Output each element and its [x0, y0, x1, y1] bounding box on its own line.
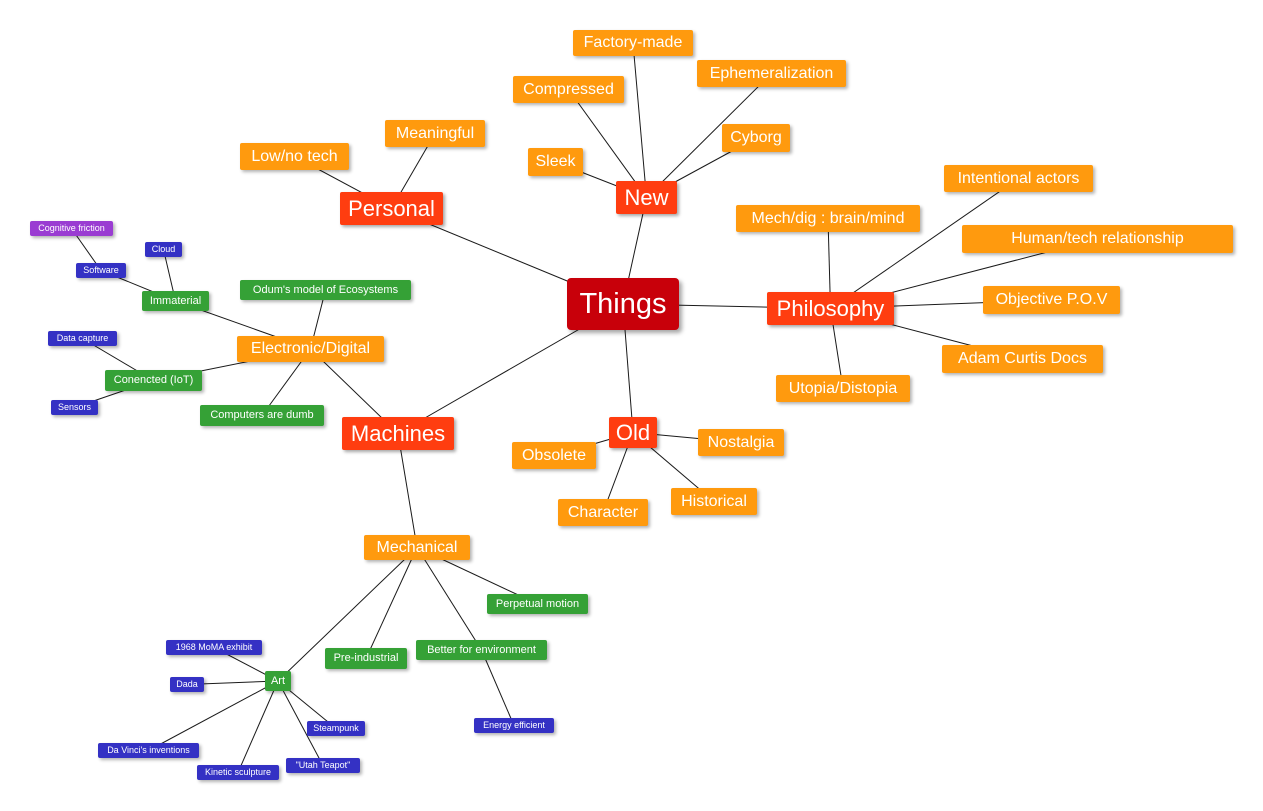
connector-new-factory: [632, 42, 647, 198]
node-mechdig[interactable]: Mech/dig : brain/mind: [736, 205, 920, 232]
node-davinci[interactable]: Da Vinci's inventions: [98, 743, 199, 758]
node-meaningful[interactable]: Meaningful: [385, 120, 485, 147]
connector-art-teapot: [277, 680, 324, 766]
connector-new-compressed: [568, 89, 647, 198]
node-cloud[interactable]: Cloud: [145, 242, 182, 257]
connector-art-kinetic: [237, 680, 279, 773]
node-mechanical[interactable]: Mechanical: [364, 535, 470, 560]
node-sleek[interactable]: Sleek: [528, 148, 583, 176]
node-nostalgia[interactable]: Nostalgia: [698, 429, 784, 456]
node-old[interactable]: Old: [609, 417, 657, 448]
node-dumb[interactable]: Computers are dumb: [200, 405, 324, 426]
node-humantech[interactable]: Human/tech relationship: [962, 225, 1233, 253]
node-character[interactable]: Character: [558, 499, 648, 526]
connector-mechanical-better: [416, 547, 482, 651]
connector-better-energy: [481, 649, 515, 726]
node-philosophy[interactable]: Philosophy: [767, 292, 894, 325]
node-adam[interactable]: Adam Curtis Docs: [942, 345, 1103, 373]
node-energy[interactable]: Energy efficient: [474, 718, 554, 733]
node-historical[interactable]: Historical: [671, 488, 757, 515]
node-moma[interactable]: 1968 MoMA exhibit: [166, 640, 262, 655]
node-intentional[interactable]: Intentional actors: [944, 165, 1093, 192]
node-cognitive[interactable]: Cognitive friction: [30, 221, 113, 236]
node-better[interactable]: Better for environment: [416, 640, 547, 660]
node-datacap[interactable]: Data capture: [48, 331, 117, 346]
node-connected[interactable]: Conencted (IoT): [105, 370, 202, 391]
node-preind[interactable]: Pre-industrial: [325, 648, 407, 669]
node-kinetic[interactable]: Kinetic sculpture: [197, 765, 279, 780]
connector-mechanical-art: [277, 547, 418, 682]
node-perpetual[interactable]: Perpetual motion: [487, 594, 588, 614]
connector-philosophy-intentional: [830, 178, 1019, 309]
node-lownotech[interactable]: Low/no tech: [240, 143, 349, 170]
node-sensors[interactable]: Sensors: [51, 400, 98, 415]
node-factory[interactable]: Factory-made: [573, 30, 693, 56]
node-dada[interactable]: Dada: [170, 677, 204, 692]
node-cyborg[interactable]: Cyborg: [722, 124, 790, 152]
node-obsolete[interactable]: Obsolete: [512, 442, 596, 469]
node-art[interactable]: Art: [265, 671, 291, 691]
node-software[interactable]: Software: [76, 263, 126, 278]
node-things[interactable]: Things: [567, 278, 679, 330]
node-electronic[interactable]: Electronic/Digital: [237, 336, 384, 362]
node-ephemeral[interactable]: Ephemeralization: [697, 60, 846, 87]
connector-art-davinci: [148, 680, 279, 751]
node-compressed[interactable]: Compressed: [513, 76, 624, 103]
connector-mechanical-preind: [365, 547, 418, 659]
node-machines[interactable]: Machines: [342, 417, 454, 450]
node-teapot[interactable]: "Utah Teapot": [286, 758, 360, 773]
node-immaterial[interactable]: Immaterial: [142, 291, 209, 311]
node-objective[interactable]: Objective P.O.V: [983, 286, 1120, 314]
node-utopia[interactable]: Utopia/Distopia: [776, 375, 910, 402]
connector-machines-mechanical: [397, 433, 418, 548]
node-odum[interactable]: Odum's model of Ecosystems: [240, 280, 411, 300]
node-new[interactable]: New: [616, 181, 677, 214]
connector-new-ephemeral: [646, 73, 772, 198]
node-personal[interactable]: Personal: [340, 192, 443, 225]
node-steampunk[interactable]: Steampunk: [307, 721, 365, 736]
